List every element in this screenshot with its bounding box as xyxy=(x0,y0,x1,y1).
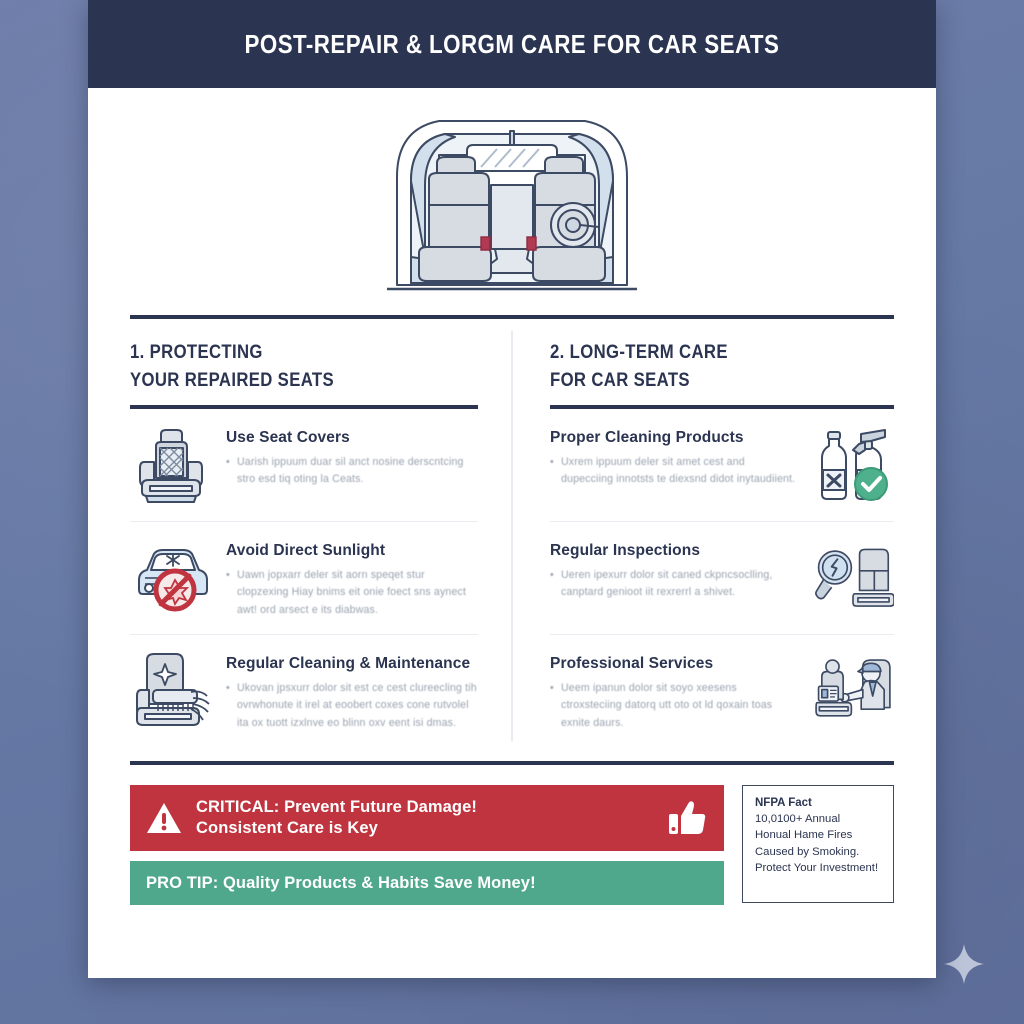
item-title: Use Seat Covers xyxy=(226,429,350,447)
column-divider xyxy=(511,331,513,742)
item-description: Ueren ipexurr dolor sit caned ckpncsocll… xyxy=(550,567,798,602)
section-long-term-care: 2. LONG-TERM CARE FOR CAR SEATS xyxy=(512,319,894,747)
section-1-heading-line1: 1. PROTECTING xyxy=(130,342,263,363)
car-no-sun-icon xyxy=(130,538,212,620)
list-item[interactable]: Professional Services Ueem ipanun dolor … xyxy=(550,635,894,747)
critical-banner[interactable]: CRITICAL: Prevent Future Damage! Consist… xyxy=(130,785,724,852)
technician-seat-icon xyxy=(812,651,894,733)
seat-cover-icon xyxy=(130,425,212,507)
list-item[interactable]: Avoid Direct Sunlight Uawn jopxarr deler… xyxy=(130,522,478,634)
section-protecting: 1. PROTECTING YOUR REPAIRED SEATS xyxy=(130,319,512,747)
section-1-heading-line2: YOUR REPAIRED SEATS xyxy=(130,369,334,391)
sparkle-icon xyxy=(944,944,984,984)
list-item[interactable]: Regular Cleaning & Maintenance Ukovan jp… xyxy=(130,635,478,747)
infographic-card: POST-REPAIR & LORGM CARE FOR CAR SEATS xyxy=(88,0,936,978)
bottom-rule xyxy=(130,761,894,766)
section-1-heading: 1. PROTECTING YOUR REPAIRED SEATS xyxy=(130,319,478,394)
critical-line2: Consistent Care is Key xyxy=(196,819,378,838)
list-item[interactable]: Regular Inspections Ueren ipexurr dolor … xyxy=(550,522,894,634)
fact-box-line: Protect Your Investment! xyxy=(755,862,879,875)
fact-box-line: 10,0100+ Annual xyxy=(755,813,841,826)
thumbs-up-icon xyxy=(669,801,706,835)
item-title: Regular Inspections xyxy=(550,542,701,560)
car-interior-illustration xyxy=(387,119,637,290)
item-separator xyxy=(550,634,894,636)
section-2-underline xyxy=(550,405,894,410)
fact-box-line: Honual Hame Fires xyxy=(755,829,853,842)
magnifier-seat-icon xyxy=(812,538,894,620)
item-description: Ueem ipanun dolor sit soyo xeesens ctrox… xyxy=(550,680,798,732)
list-item[interactable]: Proper Cleaning Products Uxrem ippuum de… xyxy=(550,409,894,521)
section-1-underline xyxy=(130,405,478,410)
item-separator xyxy=(550,521,894,523)
critical-line1: CRITICAL: Prevent Future Damage! xyxy=(196,797,477,816)
banner-stack: CRITICAL: Prevent Future Damage! Consist… xyxy=(130,785,724,906)
list-item[interactable]: Use Seat Covers Uarish ippuum duar sil a… xyxy=(130,409,478,521)
footer-area: CRITICAL: Prevent Future Damage! Consist… xyxy=(88,765,936,906)
item-title: Professional Services xyxy=(550,655,714,673)
item-separator xyxy=(130,634,478,636)
top-rule xyxy=(130,315,894,319)
protip-banner[interactable]: PRO TIP: Quality Products & Habits Save … xyxy=(130,861,724,906)
seat-brush-icon xyxy=(130,651,212,733)
item-description: Uxrem ippuum deler sit amet cest and dup… xyxy=(550,454,798,489)
section-2-heading-line2: FOR CAR SEATS xyxy=(550,369,690,391)
section-2-heading: 2. LONG-TERM CARE FOR CAR SEATS xyxy=(550,319,894,394)
page-title: POST-REPAIR & LORGM CARE FOR CAR SEATS xyxy=(244,28,780,59)
header-bar: POST-REPAIR & LORGM CARE FOR CAR SEATS xyxy=(88,0,936,88)
protip-text: PRO TIP: Quality Products & Habits Save … xyxy=(146,873,536,892)
cleaning-bottles-icon xyxy=(812,425,894,507)
item-description: Uawn jopxarr deler sit aorn speqet stur … xyxy=(226,567,478,619)
item-description: Ukovan jpsxurr dolor sit est ce cest clu… xyxy=(226,680,478,732)
item-description: Uarish ippuum duar sil anct nosine dersc… xyxy=(226,454,478,489)
item-title: Proper Cleaning Products xyxy=(550,429,744,447)
content-columns: 1. PROTECTING YOUR REPAIRED SEATS xyxy=(88,315,936,747)
warning-triangle-icon xyxy=(147,803,181,834)
section-2-heading-line1: 2. LONG-TERM CARE xyxy=(550,342,728,363)
item-title: Avoid Direct Sunlight xyxy=(226,542,386,560)
hero-illustration xyxy=(88,88,936,309)
fact-box-line: Caused by Smoking. xyxy=(755,845,860,858)
item-separator xyxy=(130,521,478,523)
item-title: Regular Cleaning & Maintenance xyxy=(226,655,471,673)
fact-box-title: NFPA Fact xyxy=(755,797,812,810)
nfpa-fact-box: NFPA Fact 10,0100+ Annual Honual Hame Fi… xyxy=(742,785,894,904)
